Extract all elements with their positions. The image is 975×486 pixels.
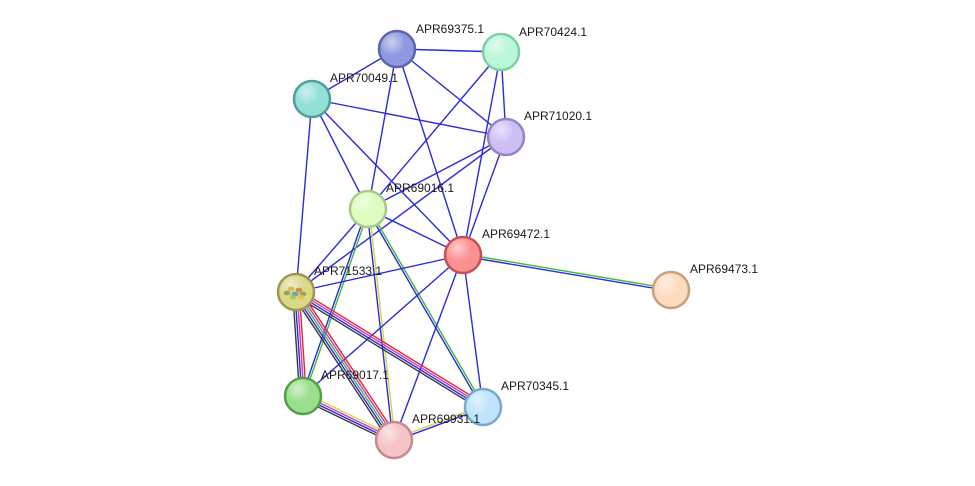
node-label: APR70049.1 — [330, 71, 398, 85]
node-highlight — [484, 35, 518, 69]
edge-line — [291, 294, 391, 443]
node-label: APR69375.1 — [416, 22, 484, 36]
node-highlight — [466, 390, 500, 424]
edge-line — [299, 289, 399, 438]
edge-line — [301, 208, 368, 396]
edge-line — [311, 98, 507, 138]
node-apr70345-1[interactable]: APR70345.1 — [463, 379, 569, 427]
protein-structure-icon — [283, 286, 307, 300]
node-apr69473-1[interactable]: APR69473.1 — [651, 262, 758, 310]
node-apr69017-1[interactable]: APR69017.1 — [283, 368, 389, 416]
edge-line — [295, 291, 395, 441]
edge-apr69375-1-apr69016-1 — [367, 48, 398, 210]
edge-apr69016-1-apr69931-1 — [366, 208, 396, 441]
edge-line — [295, 98, 313, 293]
edge-line — [302, 254, 464, 397]
edge-line — [296, 290, 484, 407]
node-label: APR71533.1 — [314, 264, 382, 278]
edge-line — [293, 292, 393, 442]
edge-apr70424-1-apr69016-1 — [367, 51, 502, 210]
edge-line — [297, 290, 397, 440]
edge-apr71533-1-apr69931-1 — [291, 289, 399, 443]
node-apr71533-1[interactable]: APR71533.1 — [276, 264, 382, 312]
edge-apr71020-1-apr71533-1 — [295, 136, 507, 293]
edge-line — [293, 294, 482, 411]
edge-apr70049-1-apr69472-1 — [311, 98, 464, 256]
node-apr71020-1[interactable]: APR71020.1 — [486, 109, 592, 157]
node-highlight — [446, 238, 480, 272]
node-label: APR71020.1 — [524, 109, 592, 123]
structure-blob — [287, 286, 295, 292]
edge-apr70049-1-apr69016-1 — [311, 98, 369, 210]
edge-apr69472-1-apr69017-1 — [302, 254, 464, 397]
edge-line — [367, 48, 398, 210]
edge-line — [295, 292, 483, 409]
edge-apr69472-1-apr69931-1 — [393, 254, 464, 441]
node-label: APR69017.1 — [321, 368, 389, 382]
node-highlight — [654, 273, 688, 307]
edges-layer — [291, 48, 672, 444]
edge-line — [463, 253, 672, 290]
edge-apr69016-1-apr69017-1 — [301, 208, 370, 397]
structure-blob — [295, 287, 303, 293]
node-apr69016-1[interactable]: APR69016.1 — [348, 181, 454, 229]
edge-line — [462, 136, 507, 256]
edge-line — [367, 136, 507, 210]
node-label: APR69931.1 — [412, 412, 480, 426]
node-highlight — [489, 120, 523, 154]
edge-line — [462, 255, 671, 292]
edge-apr69375-1-apr69472-1 — [396, 48, 464, 256]
edge-line — [311, 98, 369, 210]
structure-blob — [297, 294, 305, 300]
edge-apr69472-1-apr71533-1 — [295, 254, 464, 293]
edge-line — [367, 51, 502, 210]
edge-line — [462, 254, 484, 408]
edge-apr69472-1-apr69473-1 — [462, 253, 672, 292]
node-label: APR70345.1 — [501, 379, 569, 393]
edge-line — [366, 209, 483, 408]
edge-line — [366, 209, 394, 441]
node-label: APR69472.1 — [482, 227, 550, 241]
edge-apr71020-1-apr69016-1 — [367, 136, 507, 210]
node-apr70049-1[interactable]: APR70049.1 — [292, 71, 398, 119]
node-label: APR69473.1 — [690, 262, 758, 276]
edge-line — [297, 288, 486, 405]
structure-blob — [289, 294, 297, 300]
node-highlight — [351, 192, 385, 226]
edge-apr71020-1-apr69472-1 — [462, 136, 507, 256]
edge-apr69472-1-apr70345-1 — [462, 254, 484, 408]
edge-line — [295, 136, 507, 293]
node-highlight — [295, 82, 329, 116]
node-apr69375-1[interactable]: APR69375.1 — [377, 22, 484, 69]
edge-line — [396, 48, 464, 256]
node-highlight — [377, 423, 411, 457]
node-apr70424-1[interactable]: APR70424.1 — [481, 25, 587, 72]
edge-line — [368, 208, 485, 407]
node-label: APR70424.1 — [519, 25, 587, 39]
node-apr69472-1[interactable]: APR69472.1 — [443, 227, 550, 275]
edge-line — [393, 254, 464, 441]
edge-apr70049-1-apr71533-1 — [295, 98, 313, 293]
node-apr69931-1[interactable]: APR69931.1 — [374, 412, 480, 460]
edge-apr71533-1-apr70345-1 — [293, 288, 486, 411]
edge-apr70049-1-apr71020-1 — [311, 98, 507, 138]
edge-apr69016-1-apr70345-1 — [366, 208, 485, 408]
node-highlight — [380, 32, 414, 66]
node-label: APR69016.1 — [386, 181, 454, 195]
edge-line — [303, 209, 370, 397]
edge-apr70424-1-apr69472-1 — [462, 51, 502, 256]
edge-line — [295, 254, 464, 293]
nodes-layer: APR69375.1 APR70424.1APR70049.1APR71020.1… — [276, 22, 758, 460]
node-highlight — [286, 379, 320, 413]
edge-line — [462, 51, 502, 256]
structure-blob — [283, 290, 291, 296]
edge-line — [368, 208, 396, 440]
edge-line — [311, 98, 464, 256]
